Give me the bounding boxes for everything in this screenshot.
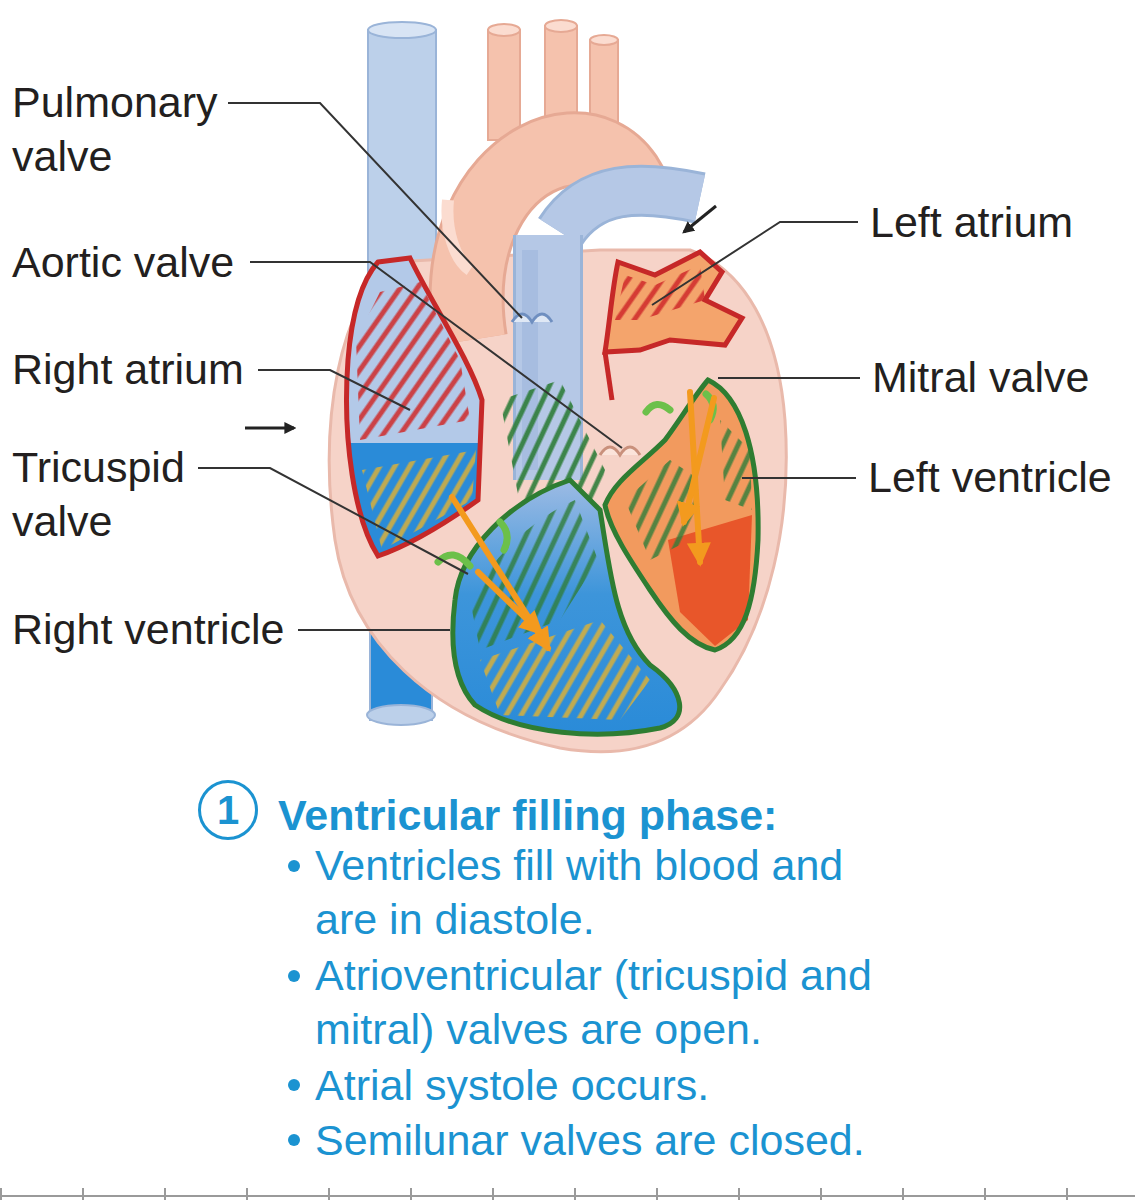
ruler-tick: [164, 1188, 166, 1200]
bullet-dot: [288, 1079, 300, 1091]
left-atrium: [605, 352, 612, 400]
ruler-tick: [1066, 1188, 1068, 1200]
leader-line: [298, 629, 450, 631]
left-atrium: [605, 252, 742, 352]
ruler-tick: [984, 1188, 986, 1200]
ruler-tick: [492, 1188, 494, 1200]
left-atrium: [605, 252, 742, 352]
pointer-arrow: [245, 206, 716, 428]
right-atrium: [356, 282, 470, 440]
aortic-valve: [600, 447, 640, 455]
pulmonary-trunk: [560, 191, 700, 232]
vena-cava: [367, 705, 435, 725]
ruler-tick: [410, 1188, 412, 1200]
ruler: [0, 1195, 1135, 1197]
leader-line: [652, 222, 858, 305]
valve-leaflets: [500, 522, 507, 550]
ruler: [0, 1188, 1135, 1200]
left-ventricle: [605, 380, 758, 650]
aortic-branches: [488, 30, 520, 140]
aortic-branches: [488, 24, 520, 36]
ruler-tick: [902, 1188, 904, 1200]
flow-arrow: [684, 398, 714, 522]
left-ventricle: [605, 380, 758, 650]
leader-line: [250, 262, 622, 448]
part-label: Left ventricle: [868, 450, 1112, 504]
part-label: Left atrium: [870, 195, 1073, 249]
aortic-branches: [545, 20, 577, 32]
valve-leaflets: [646, 404, 670, 412]
leader-line: [742, 477, 856, 479]
leader-line: [198, 103, 860, 630]
bullet-text: Ventricles fill with blood and are in di…: [315, 838, 895, 946]
pulmonary-trunk: [560, 191, 700, 232]
step-number-circle: 1: [198, 780, 258, 840]
bullet-text: Semilunar valves are closed.: [315, 1113, 865, 1167]
vena-cava: [368, 22, 436, 38]
left-ventricle: [605, 380, 758, 650]
part-label: Mitral valve: [872, 350, 1089, 404]
pointer-arrow: [245, 427, 294, 430]
ruler-tick: [82, 1188, 84, 1200]
flow-arrow: [478, 572, 540, 632]
ruler-tick: [246, 1188, 248, 1200]
part-label: Right ventricle: [12, 602, 284, 656]
bullet-dot: [288, 860, 300, 872]
bullet-text: Atrioventricular (tricuspid and mitral) …: [315, 948, 895, 1056]
pointer-arrow: [684, 206, 716, 232]
flow-arrow: [452, 392, 714, 648]
leader-line: [258, 370, 410, 410]
bullet-dots: [288, 860, 300, 1146]
step-number: 1: [217, 790, 239, 830]
part-label: Aortic valve: [12, 235, 234, 289]
aortic-branches: [590, 35, 618, 45]
leader-line: [228, 103, 522, 318]
ruler-tick: [738, 1188, 740, 1200]
ruler-tick: [328, 1188, 330, 1200]
part-label: Pulmonary valve: [12, 75, 242, 183]
aortic-valve: [600, 447, 640, 455]
bullet-dot: [288, 1134, 300, 1146]
ruler-tick: [0, 1188, 2, 1200]
part-label: Right atrium: [12, 342, 244, 396]
ruler-tick: [656, 1188, 658, 1200]
bullet-dot: [288, 970, 300, 982]
ruler-tick: [820, 1188, 822, 1200]
leader-line: [718, 377, 860, 379]
leader-line: [198, 468, 468, 574]
right-ventricle: [480, 620, 650, 720]
phase-heading: Ventricular filling phase:: [278, 788, 777, 842]
part-label: Tricuspid valve: [12, 440, 212, 548]
bullet-text: Atrial systole occurs.: [315, 1058, 709, 1112]
ruler-tick: [574, 1188, 576, 1200]
